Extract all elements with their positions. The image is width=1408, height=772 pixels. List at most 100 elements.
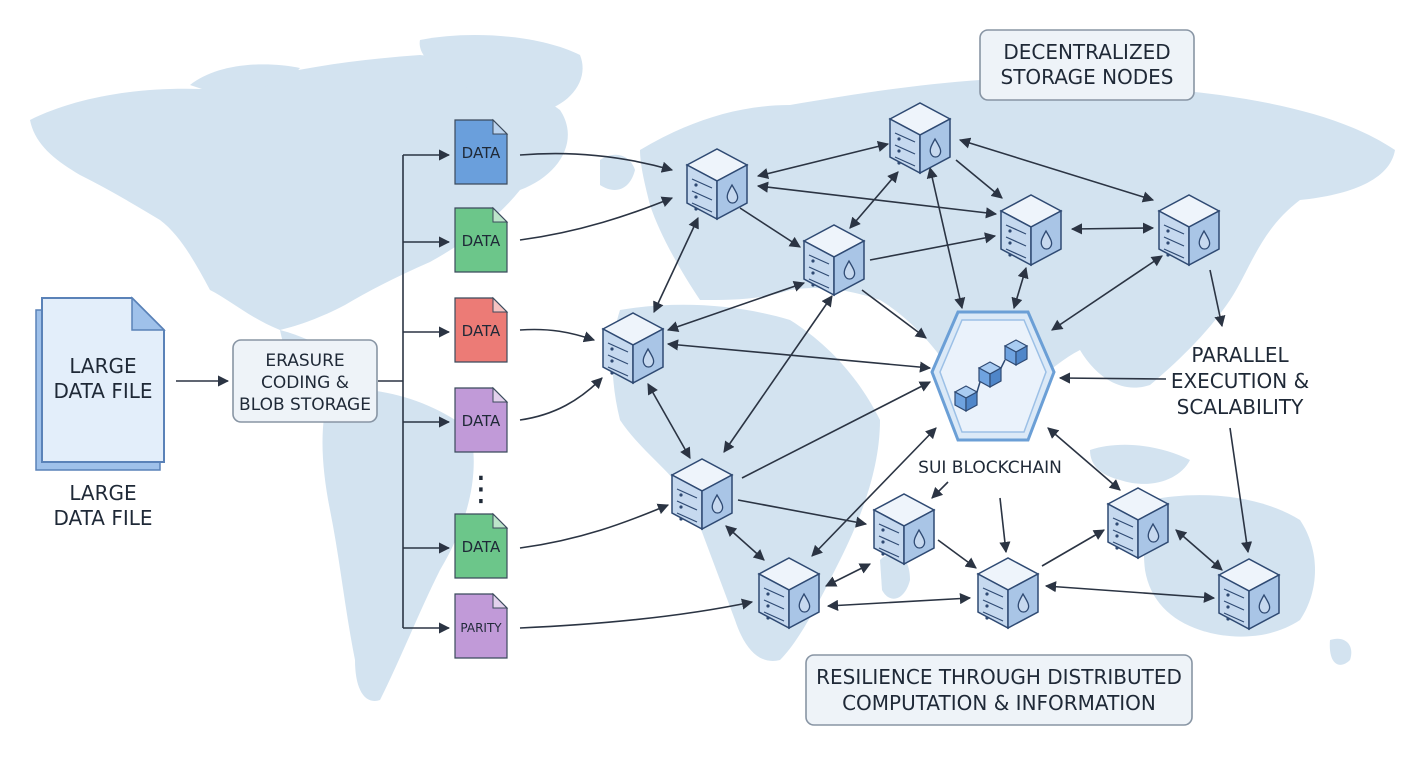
- fragment-1-to-node-arrow: [519, 152, 674, 173]
- fragment-document-3: DATA: [454, 296, 509, 363]
- droplet-icon: [726, 183, 739, 204]
- mesh-link: [739, 207, 801, 248]
- large-file-doc-line-2: DATA FILE: [53, 379, 152, 403]
- erasure-line-2: CODING &: [261, 373, 349, 393]
- parallel-label-down-arrow: [1229, 427, 1253, 554]
- storage-node-12: [1217, 558, 1281, 631]
- fragment-document-1: DATA: [454, 118, 509, 185]
- parallel-label-arrow: [1058, 372, 1167, 384]
- mesh-link: [1070, 222, 1155, 235]
- chain-block-2: [977, 361, 1003, 389]
- storage-node-11: [976, 557, 1040, 630]
- mesh-link: [1011, 266, 1029, 310]
- mesh-link: [811, 427, 937, 557]
- droplet-icon: [798, 592, 811, 613]
- document-icon: [41, 297, 165, 463]
- droplet-icon: [843, 259, 856, 280]
- mesh-link: [861, 289, 927, 339]
- mesh-link: [955, 159, 1003, 199]
- parity-to-node-arrow: [519, 598, 754, 629]
- resilience-line-1: RESILIENCE THROUGH DISTRIBUTED: [816, 665, 1182, 689]
- storage-node-8: [872, 493, 936, 566]
- document-icon: [454, 387, 508, 453]
- droplet-icon: [1017, 592, 1030, 613]
- sui-blockchain-hub: [930, 310, 1056, 442]
- storage-node-2: [888, 102, 952, 175]
- mesh-link: [1041, 529, 1105, 567]
- droplet-icon: [711, 493, 724, 514]
- parallel-line-3: SCALABILITY: [1177, 395, 1305, 419]
- storage-node-6: [601, 312, 665, 385]
- fragment-label: DATA: [462, 144, 501, 162]
- mesh-link: [1051, 255, 1163, 331]
- fragment-label: DATA: [462, 322, 501, 340]
- data-fragments: DATA DATA DATA DATA DATA PARITY: [454, 118, 509, 659]
- mesh-link: [958, 137, 1155, 203]
- document-icon: [454, 297, 508, 363]
- large-file-doc-line-1: LARGE: [69, 354, 136, 378]
- droplet-icon: [1258, 593, 1271, 614]
- network-connections: [176, 137, 1253, 634]
- storage-node-5: [802, 224, 866, 297]
- chain-block-3: [1003, 339, 1029, 367]
- erasure-line-3: BLOB STORAGE: [239, 395, 371, 415]
- fragment-label: DATA: [462, 538, 501, 556]
- droplet-icon: [913, 528, 926, 549]
- large-file-caption-line-1: LARGE: [69, 481, 136, 505]
- large-data-file-document: LARGE DATA FILE: [35, 296, 166, 471]
- fragment-4-to-node-arrow: [519, 377, 603, 421]
- mesh-link: [926, 166, 966, 310]
- chain-block-1: [953, 385, 979, 413]
- blockchain-cubes-icon: [953, 339, 1029, 413]
- mesh-link: [824, 563, 872, 587]
- droplet-icon: [1147, 522, 1160, 543]
- fragment-label: DATA: [462, 412, 501, 430]
- mesh-link: [666, 339, 932, 373]
- decentralized-line-1: DECENTRALIZED: [1003, 40, 1170, 64]
- mesh-link: [826, 592, 972, 612]
- fragment-5-to-node-arrow: [519, 503, 670, 549]
- storage-nodes: [601, 102, 1281, 631]
- mesh-link: [653, 216, 699, 314]
- fragment-3-to-node-arrow: [519, 328, 596, 343]
- mesh-link: [756, 140, 890, 180]
- storage-node-1: [685, 148, 749, 221]
- storage-node-9: [1106, 487, 1170, 560]
- mesh-link: [723, 295, 833, 453]
- droplet-icon: [642, 347, 655, 368]
- mesh-link: [1047, 427, 1121, 491]
- droplet-icon: [1040, 229, 1053, 250]
- mesh-link: [725, 525, 765, 561]
- erasure-line-1: ERASURE: [265, 351, 344, 371]
- mesh-link: [937, 539, 977, 569]
- resilience-line-2: COMPUTATION & INFORMATION: [842, 691, 1156, 715]
- fragment-document-5: DATA: [454, 512, 509, 579]
- mesh-link: [931, 481, 949, 499]
- parallel-line-2: EXECUTION &: [1171, 369, 1309, 393]
- erasure-coding-box: ERASURE CODING & BLOB STORAGE: [232, 339, 378, 423]
- sui-blockchain-label: SUI BLOCKCHAIN: [918, 458, 1062, 478]
- mesh-link: [647, 383, 691, 459]
- large-file-caption-line-2: DATA FILE: [53, 506, 152, 530]
- storage-node-4: [1157, 194, 1221, 267]
- storage-node-7: [670, 458, 734, 531]
- fragment-2-to-node-arrow: [519, 196, 674, 241]
- document-icon: [454, 119, 508, 185]
- mesh-link: [1209, 269, 1226, 328]
- document-icon: [454, 207, 508, 273]
- fragment-document-2: DATA: [454, 206, 509, 273]
- mesh-link: [1175, 529, 1223, 571]
- decentralized-label-box: DECENTRALIZED STORAGE NODES: [979, 29, 1195, 101]
- parallel-line-1: PARALLEL: [1191, 343, 1289, 367]
- mesh-link: [1044, 581, 1216, 603]
- document-icon: [454, 513, 508, 579]
- fragments-ellipsis: ⋮: [464, 469, 498, 509]
- mesh-link: [849, 171, 899, 229]
- storage-node-3: [999, 194, 1063, 267]
- mesh-link: [999, 497, 1011, 554]
- fragment-document-6: PARITY: [454, 592, 509, 659]
- fragment-label: DATA: [462, 232, 501, 250]
- decentralized-line-2: STORAGE NODES: [1001, 65, 1174, 89]
